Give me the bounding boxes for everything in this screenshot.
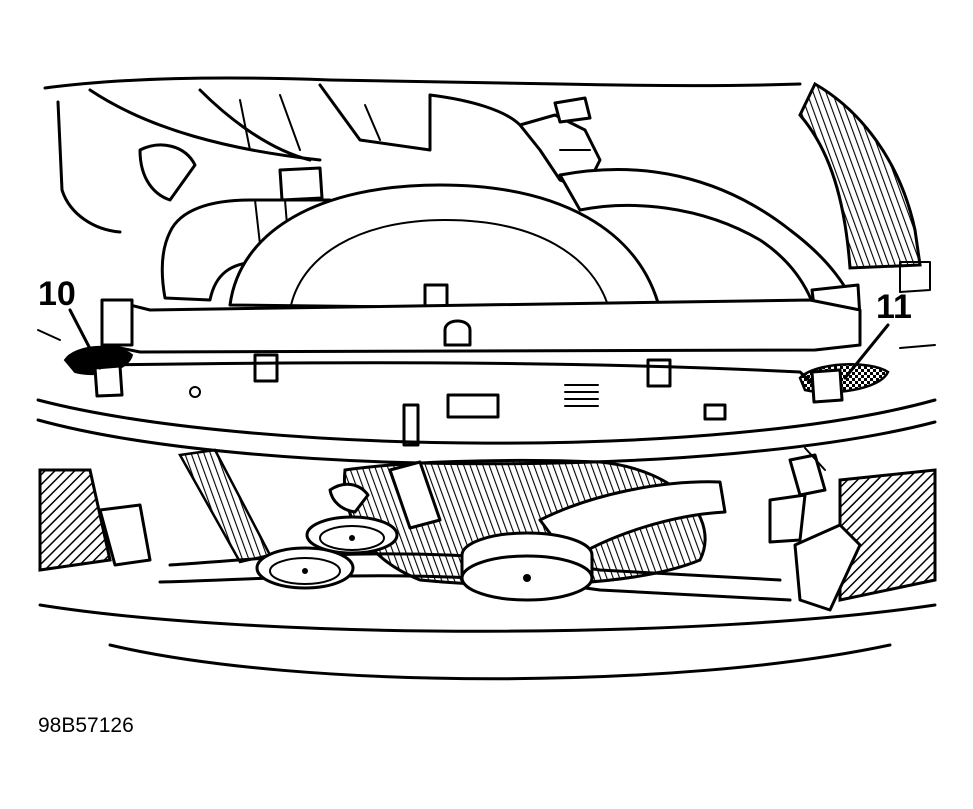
callout-leaders [68,308,890,380]
right-grille [793,468,937,612]
coolant-pipe [768,447,827,544]
callout-label-10: 10 [38,275,76,313]
radiator-support-bar [103,298,862,388]
mount-clip-left [63,298,134,398]
main-pulley [460,531,594,602]
lower-panel [98,361,822,447]
figure-id: 98B57126 [38,714,134,737]
tensioner-bracket [328,460,442,530]
bumper-curves [36,329,937,681]
fan-shroud-dome [228,183,662,317]
vent-slots [564,384,599,407]
callout-label-11: 11 [876,288,912,326]
mount-clip-right [798,363,890,404]
idler-pulley-lower [255,546,355,590]
left-grille [38,468,152,572]
engine-cover-outline [43,76,802,234]
air-intake-duct [798,81,931,293]
idler-pulley-upper [305,515,399,555]
